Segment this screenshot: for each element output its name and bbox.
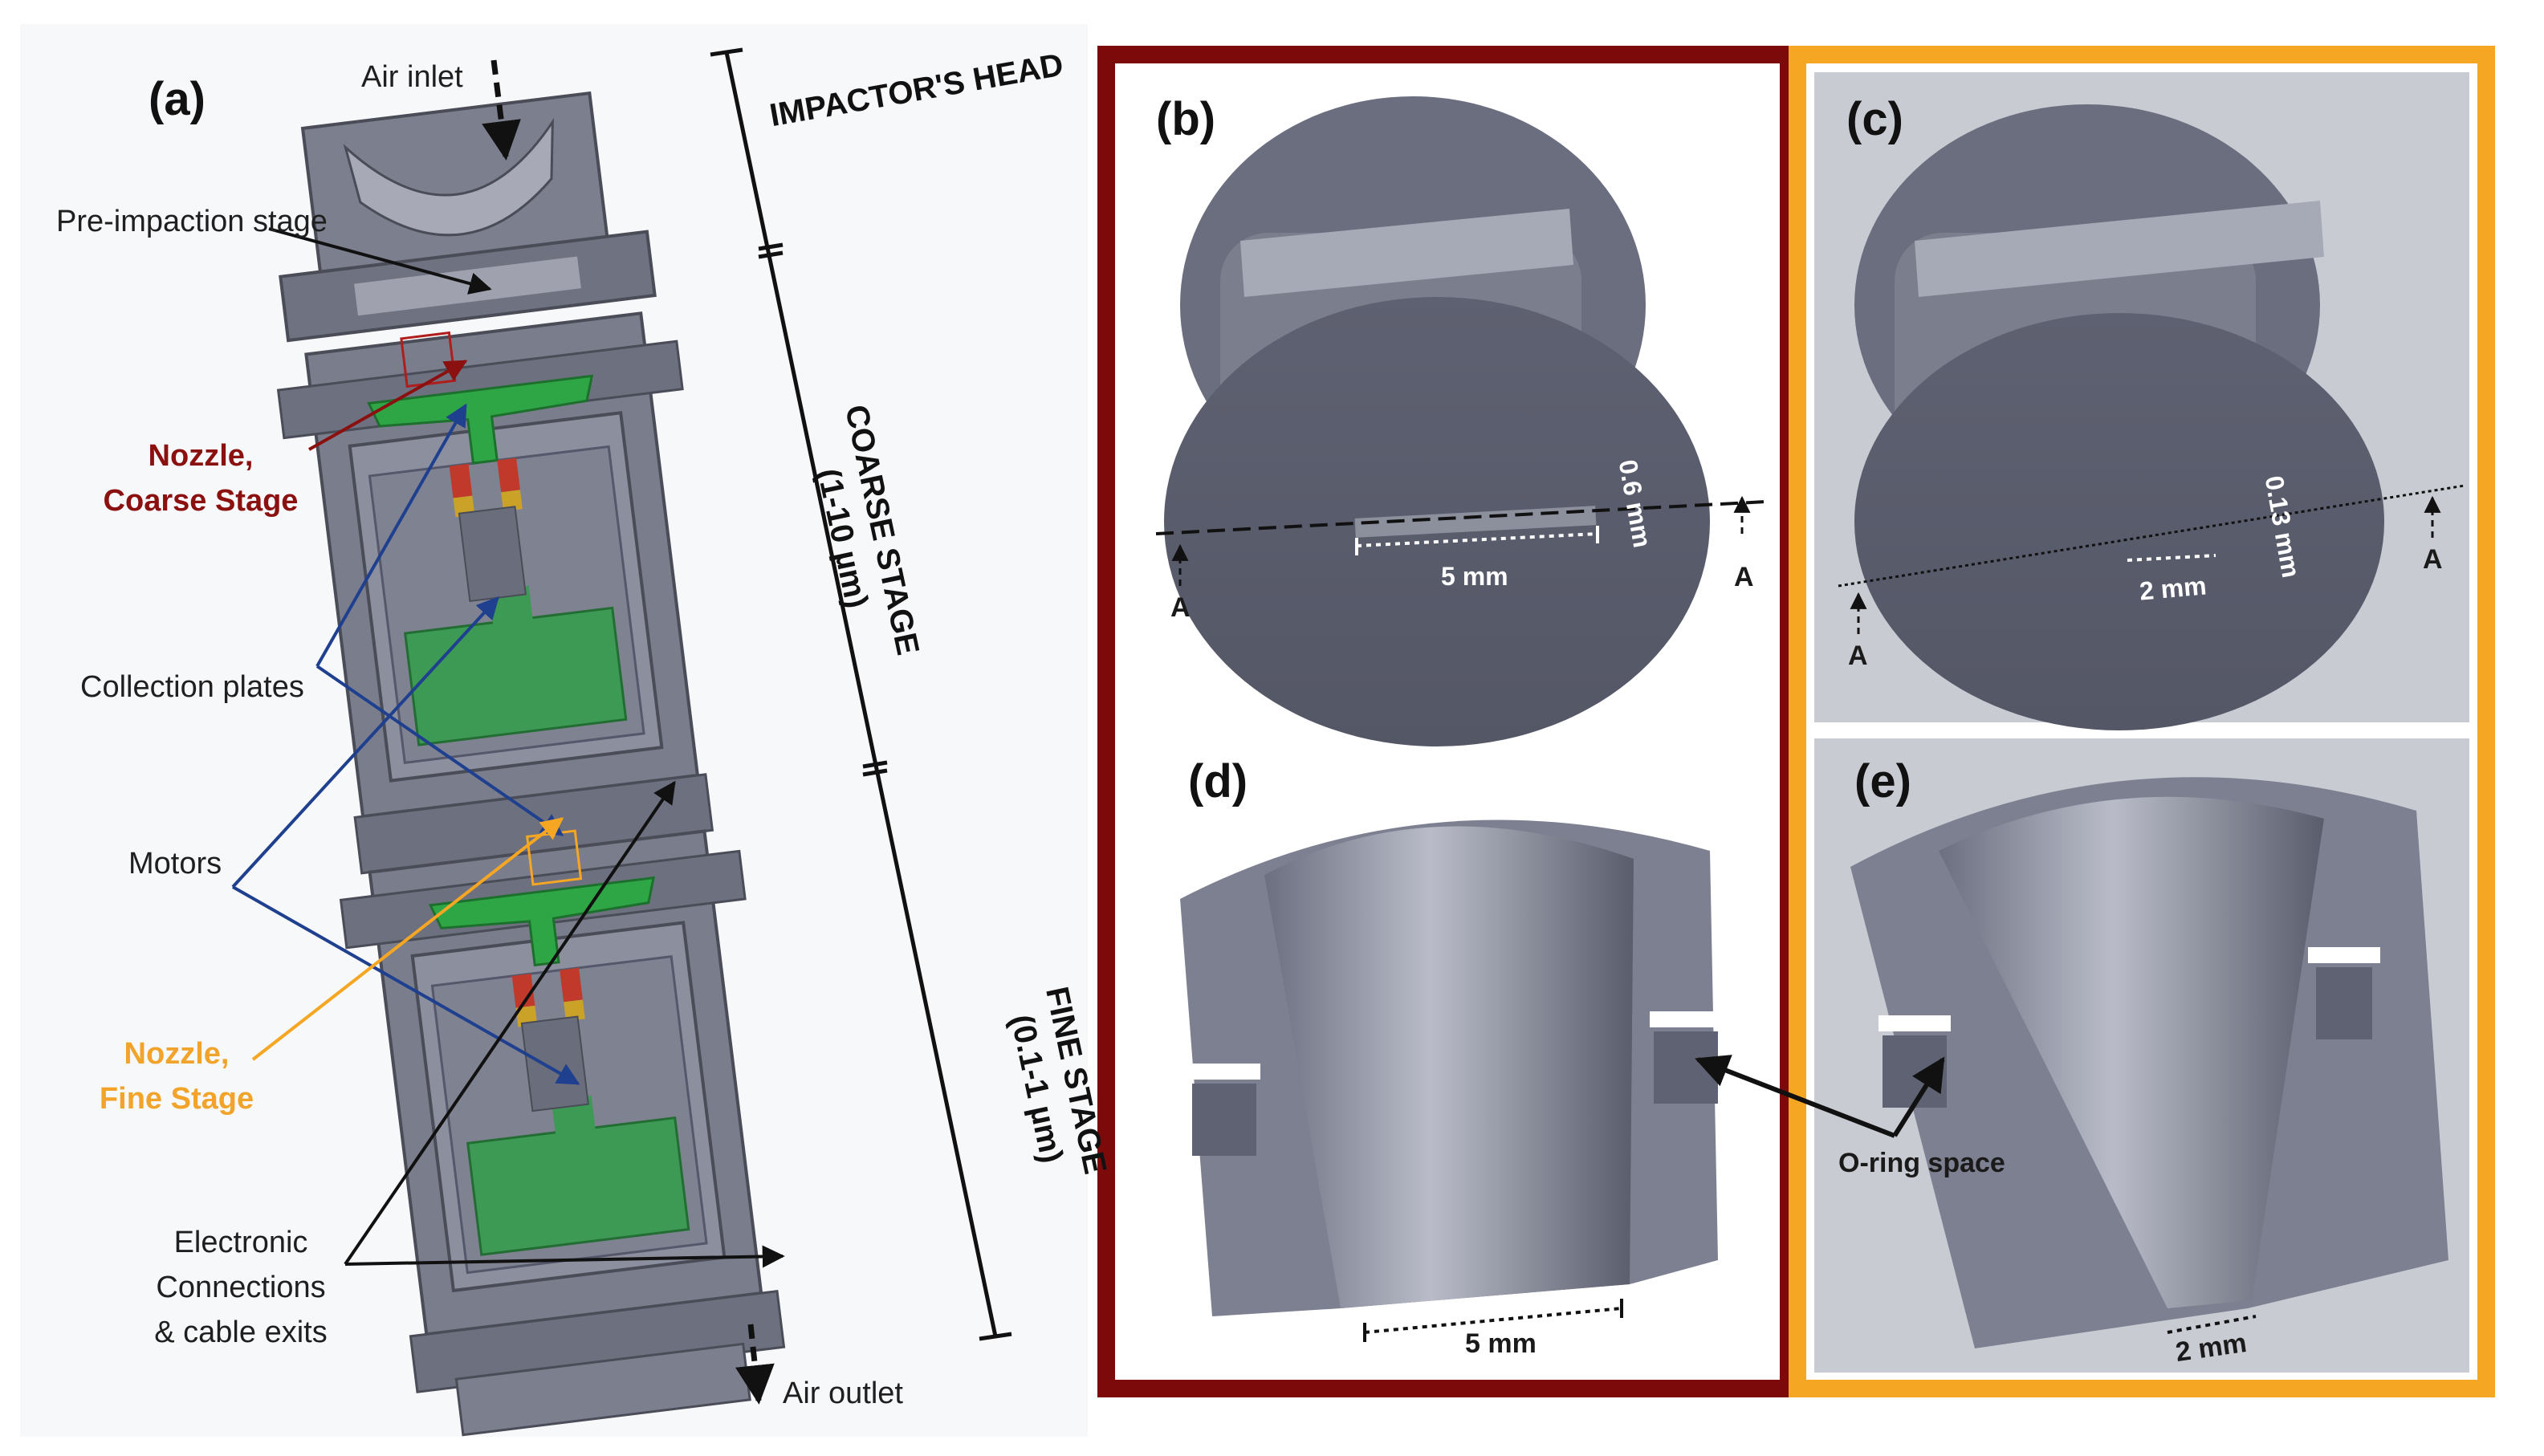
electronic-leader-1 [344, 780, 676, 1266]
collection-plate-leader-1 [315, 403, 467, 667]
section-a-left-c: A [1848, 641, 1868, 671]
fine-slit-width-dim: 2 mm [2138, 571, 2208, 606]
section-a-left-b: A [1170, 592, 1191, 623]
nozzle-fine-label: Nozzle, Fine Stage [72, 1031, 281, 1121]
pre-impaction-leader [268, 227, 492, 295]
nozzle-coarse-line1: Nozzle, [148, 439, 254, 473]
electronic-line2: Connections [156, 1271, 326, 1304]
coarse-outlet-width-dim: 5 mm [1465, 1328, 1537, 1359]
fine-nozzle-cross-section [1850, 777, 2448, 1348]
air-inlet-label: Air inlet [361, 60, 463, 94]
coarse-slit-width-dim: 5 mm [1441, 562, 1508, 591]
nozzle-fine-leader [251, 817, 564, 1061]
panel-label-b: (b) [1156, 93, 1216, 145]
oring-leader-right [1892, 1056, 1945, 1137]
panel-label-e: (e) [1854, 755, 1911, 807]
electronic-line3: & cable exits [154, 1316, 328, 1349]
fine-nozzle-render [1854, 104, 2384, 730]
section-a-right-c: A [2423, 544, 2443, 575]
panel-label-c: (c) [1846, 93, 1903, 145]
air-outlet-arrow [735, 1324, 775, 1405]
motors-label: Motors [128, 847, 222, 881]
nozzle-coarse-label: Nozzle, Coarse Stage [88, 433, 313, 523]
electronic-line1: Electronic [173, 1226, 308, 1259]
panel-label-a: (a) [149, 73, 206, 125]
oring-space-label: O-ring space [1838, 1148, 2005, 1178]
section-a-right-b: A [1734, 562, 1754, 592]
nozzle-coarse-leader [308, 360, 468, 451]
nozzle-fine-line2: Fine Stage [99, 1082, 254, 1116]
electronic-leader-2 [344, 1245, 785, 1268]
motors-leader-2 [232, 885, 580, 1085]
stage-bracket-line [724, 51, 998, 1337]
section-line-c [1838, 484, 2465, 588]
electronic-connections-label: Electronic Connections & cable exits [136, 1220, 345, 1355]
air-inlet-arrow [482, 59, 521, 161]
panel-label-d: (d) [1188, 755, 1248, 807]
collection-plates-label: Collection plates [80, 670, 304, 704]
coarse-nozzle-cross-section [1180, 820, 1722, 1316]
oring-leader-left [1695, 1055, 1896, 1138]
fine-stage-frame [1789, 46, 2495, 1397]
motors-leader-1 [231, 596, 499, 889]
nozzle-fine-line1: Nozzle, [124, 1037, 230, 1071]
collection-plate-leader-2 [315, 665, 564, 836]
pre-impaction-label: Pre-impaction stage [56, 205, 328, 238]
air-outlet-label: Air outlet [783, 1377, 903, 1410]
nozzle-coarse-line2: Coarse Stage [103, 484, 299, 518]
